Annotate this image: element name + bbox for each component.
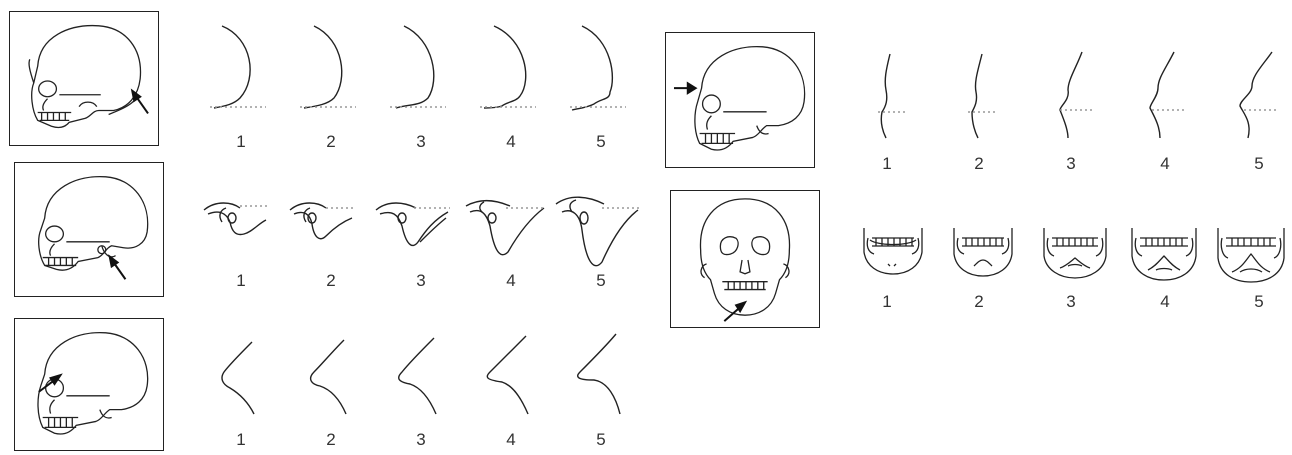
grade-label: 2 xyxy=(316,271,346,291)
glabella-grade-2 xyxy=(958,52,1002,142)
skull-icon xyxy=(666,33,814,167)
grade-label: 3 xyxy=(406,132,436,152)
grade-label: 2 xyxy=(964,292,994,312)
grade-label: 5 xyxy=(1244,292,1274,312)
mastoid-process-grade-2 xyxy=(288,196,358,256)
mastoid-process-grade-3 xyxy=(374,196,452,266)
grade-label: 4 xyxy=(496,132,526,152)
nuchal-crest-grade-5 xyxy=(566,20,628,120)
mental-eminence-grade-5 xyxy=(1214,226,1288,284)
arrow-icon xyxy=(110,257,126,280)
grade-label: 1 xyxy=(872,292,902,312)
supraorbital-margin-grade-4 xyxy=(480,334,542,420)
grade-label: 3 xyxy=(1056,292,1086,312)
glabella-grade-1 xyxy=(868,52,912,142)
grade-label: 4 xyxy=(496,430,526,450)
nuchal-crest-grade-1 xyxy=(206,20,268,120)
grade-label: 1 xyxy=(226,271,256,291)
mental-eminence-reference-panel xyxy=(670,190,820,328)
mastoid-process-reference-panel xyxy=(14,162,164,297)
grade-label: 5 xyxy=(586,132,616,152)
grade-label: 3 xyxy=(406,271,436,291)
skull-icon xyxy=(10,12,158,145)
grade-label: 5 xyxy=(1244,154,1274,174)
grade-label: 1 xyxy=(226,132,256,152)
arrow-icon xyxy=(674,83,696,93)
arrow-icon xyxy=(724,302,745,321)
supraorbital-margin-grade-3 xyxy=(390,336,452,420)
grade-label: 1 xyxy=(226,430,256,450)
skull-icon xyxy=(15,319,163,450)
mastoid-process-grade-4 xyxy=(462,194,548,274)
glabella-grade-5 xyxy=(1234,50,1282,142)
mastoid-process-grade-1 xyxy=(202,196,272,251)
grade-label: 4 xyxy=(496,271,526,291)
grade-label: 4 xyxy=(1150,292,1180,312)
supraorbital-margin-reference-panel xyxy=(14,318,164,451)
mental-eminence-grade-1 xyxy=(860,226,926,276)
grade-label: 3 xyxy=(1056,154,1086,174)
skull-icon xyxy=(15,163,163,296)
grade-label: 2 xyxy=(316,132,346,152)
grade-label: 1 xyxy=(872,154,902,174)
glabella-grade-3 xyxy=(1050,50,1096,142)
grade-label: 3 xyxy=(406,430,436,450)
grade-label: 5 xyxy=(586,430,616,450)
skull-icon xyxy=(671,191,819,327)
supraorbital-margin-grade-1 xyxy=(212,340,272,420)
glabella-reference-panel xyxy=(665,32,815,168)
nuchal-crest-grade-4 xyxy=(476,20,538,120)
nuchal-crest-grade-3 xyxy=(386,20,448,120)
mental-eminence-grade-4 xyxy=(1128,226,1200,282)
nuchal-crest-reference-panel xyxy=(9,11,159,146)
glabella-grade-4 xyxy=(1142,50,1188,142)
mental-eminence-grade-3 xyxy=(1040,226,1110,280)
grade-label: 5 xyxy=(586,271,616,291)
grade-label: 4 xyxy=(1150,154,1180,174)
mental-eminence-grade-2 xyxy=(950,226,1016,278)
nuchal-crest-grade-2 xyxy=(296,20,358,120)
arrow-icon xyxy=(132,91,148,114)
grade-label: 2 xyxy=(964,154,994,174)
grade-label: 2 xyxy=(316,430,346,450)
supraorbital-margin-grade-2 xyxy=(302,338,362,420)
supraorbital-margin-grade-5 xyxy=(570,332,632,420)
